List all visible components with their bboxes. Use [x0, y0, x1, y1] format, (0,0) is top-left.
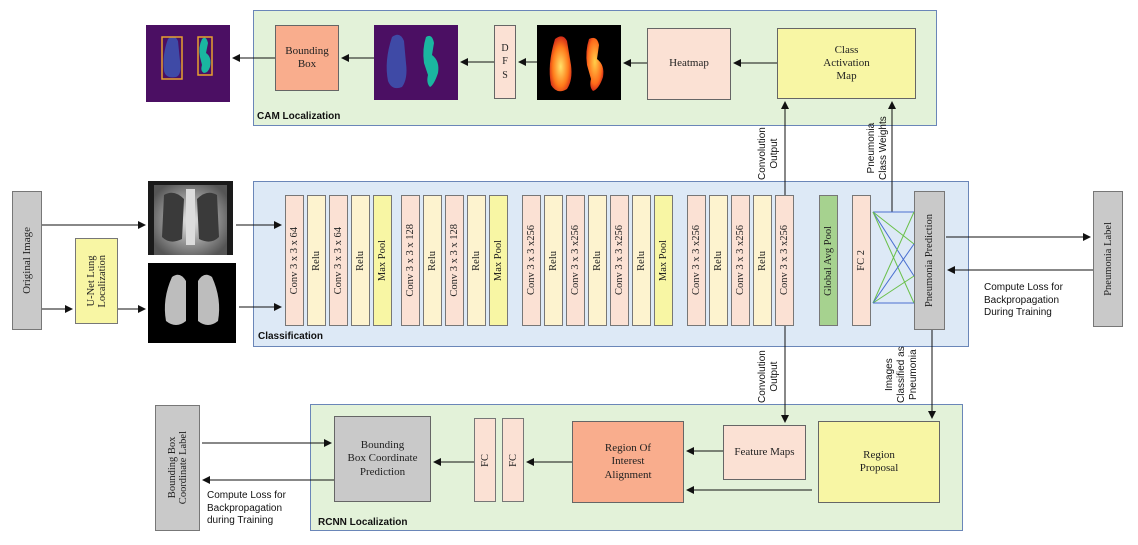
region-proposal-box: Region Proposal [818, 421, 940, 503]
layer-relu-20: Relu [753, 195, 772, 326]
feature-maps-box: Feature Maps [723, 425, 806, 480]
layer-relu-11: Relu [544, 195, 563, 326]
bounding-box-output-image [146, 25, 230, 102]
layer-conv-19: Conv 3 x 3 x256 [731, 195, 750, 326]
rcnn-panel-title: RCNN Localization [318, 517, 408, 528]
heatmap-image [537, 25, 621, 100]
layer-pool-4: Max Pool [373, 195, 392, 326]
bbox-coordinate-label-box: Bounding Box Coordinate Label [155, 405, 200, 531]
layer-conv-2: Conv 3 x 3 x 64 [329, 195, 348, 326]
pneumonia-label-box: Pneumonia Label [1093, 191, 1123, 327]
layer-conv-14: Conv 3 x 3 x256 [610, 195, 629, 326]
layer-conv-0: Conv 3 x 3 x 64 [285, 195, 304, 326]
layer-fc-23: FC 2 [852, 195, 871, 326]
layer-conv-10: Conv 3 x 3 x256 [522, 195, 541, 326]
bbox-coordinate-prediction-box: Bounding Box Coordinate Prediction [334, 416, 431, 502]
compute-loss-note-rcnn: Compute Loss for Backpropagation during … [207, 490, 286, 526]
layer-relu-8: Relu [467, 195, 486, 326]
bounding-box-box: Bounding Box [275, 25, 339, 91]
class-activation-map-box: Class Activation Map [777, 28, 916, 99]
layer-relu-6: Relu [423, 195, 442, 326]
pneumonia-prediction-box: Pneumonia Prediction [914, 191, 945, 330]
fc-box-1: FC [474, 418, 496, 502]
heatmap-box: Heatmap [647, 28, 731, 100]
segmented-lung-image [148, 263, 236, 343]
layer-relu-1: Relu [307, 195, 326, 326]
compute-loss-note-classification: Compute Loss for Backpropagation During … [984, 282, 1063, 318]
layer-conv-12: Conv 3 x 3 x256 [566, 195, 585, 326]
layer-pool-9: Max Pool [489, 195, 508, 326]
unet-lung-localization-box: U-Net Lung Localization [75, 238, 118, 324]
layer-conv-5: Conv 3 x 3 x 128 [401, 195, 420, 326]
layer-relu-13: Relu [588, 195, 607, 326]
layer-conv-7: Conv 3 x 3 x 128 [445, 195, 464, 326]
layer-gap-22: Global Avg Pool [819, 195, 838, 326]
roi-alignment-box: Region Of Interest Alignment [572, 421, 684, 503]
chest-xray-image [148, 181, 233, 255]
dfs-box: D F S [494, 25, 516, 99]
cam-panel-title: CAM Localization [257, 111, 341, 122]
layer-relu-18: Relu [709, 195, 728, 326]
layer-relu-3: Relu [351, 195, 370, 326]
layer-pool-16: Max Pool [654, 195, 673, 326]
layer-conv-17: Conv 3 x 3 x256 [687, 195, 706, 326]
fc-box-2: FC [502, 418, 524, 502]
segmented-mask-image [374, 25, 458, 100]
original-image-box: Original Image [12, 191, 42, 330]
layer-relu-15: Relu [632, 195, 651, 326]
layer-conv-21: Conv 3 x 3 x256 [775, 195, 794, 326]
classification-panel-title: Classification [258, 331, 324, 342]
